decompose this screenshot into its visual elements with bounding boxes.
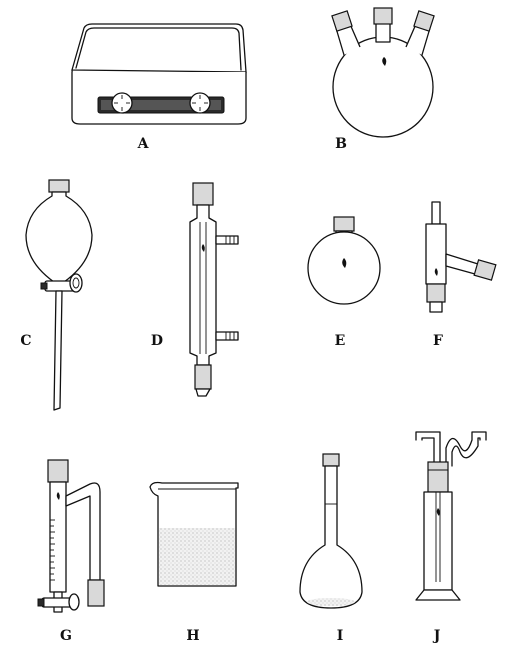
- beaker: [149, 481, 239, 587]
- label-g: G: [60, 628, 72, 644]
- separatory-funnel: [25, 179, 93, 411]
- label-e: E: [335, 333, 346, 349]
- three-neck-round-bottom-flask: [331, 7, 435, 138]
- graduation-marks: [50, 519, 55, 581]
- dean-stark-trap: [37, 459, 105, 613]
- left-control-knob: [111, 92, 133, 114]
- gas-washing-bottle: [415, 431, 487, 601]
- vacuum-adapter: [425, 201, 497, 313]
- label-d: D: [151, 333, 163, 349]
- label-b: B: [335, 136, 347, 152]
- hot-plate-stirrer: [71, 23, 247, 125]
- label-j: J: [432, 628, 441, 644]
- label-c: C: [20, 333, 31, 349]
- liebig-condenser: [189, 182, 239, 397]
- round-bottom-flask: [307, 216, 381, 305]
- right-control-knob: [189, 92, 211, 114]
- label-a: A: [137, 136, 150, 152]
- trap-stopcock: [37, 593, 80, 611]
- label-f: F: [433, 333, 443, 349]
- volumetric-flask: [299, 453, 363, 609]
- label-h: H: [186, 628, 199, 644]
- stopcock: [40, 273, 83, 293]
- label-i: I: [337, 628, 344, 644]
